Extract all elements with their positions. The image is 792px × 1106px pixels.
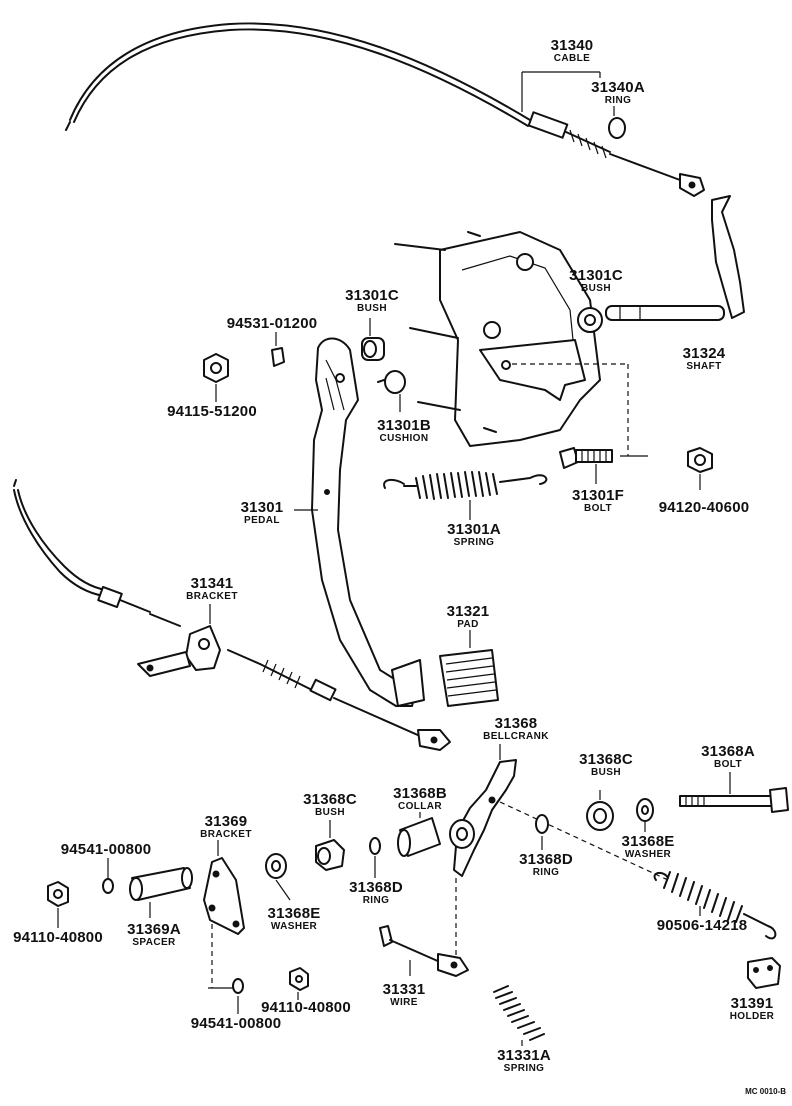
collar-31368b-drawing: [397, 812, 441, 857]
cable-31340-drawing: [65, 22, 705, 197]
washer-94541-top-drawing: [102, 858, 114, 894]
label-31368d-right: 31368D RING: [519, 851, 573, 878]
label-94110-right: 94110-40800: [261, 999, 351, 1016]
label-31369: 31369 BRACKET: [200, 813, 252, 840]
label-90506: 90506-14218: [656, 917, 748, 934]
label-31369a: 31369A SPACER: [127, 921, 181, 948]
ring-31368d-left-drawing: [369, 837, 381, 878]
spring-90506-drawing: [653, 871, 777, 940]
spacer-31369a-drawing: [129, 867, 193, 918]
middle-cable-drawing: [227, 649, 451, 751]
label-31301b: 31301B CUSHION: [377, 417, 431, 444]
wire-31331-drawing: [379, 925, 469, 977]
ring-31340a-drawing: [608, 117, 626, 139]
label-31368: 31368 BELLCRANK: [483, 715, 549, 742]
label-31301c-top: 31301C BUSH: [569, 267, 623, 294]
bush-31301c-top-drawing: [577, 307, 603, 333]
label-31340: 31340 CABLE: [550, 37, 594, 64]
nut-94531-drawing: [271, 332, 285, 367]
spring-31301a-drawing: [383, 471, 548, 520]
washer-94541-bottom-drawing: [232, 978, 244, 1014]
lower-cable-drawing: [13, 479, 181, 627]
washer-31368e-left-drawing: [265, 853, 291, 901]
label-94531: 94531-01200: [226, 315, 318, 332]
bush-31368c-right-drawing: [586, 790, 614, 831]
label-94120: 94120-40600: [658, 499, 750, 516]
label-31324: 31324 SHAFT: [682, 345, 726, 372]
ring-31368d-right-drawing: [535, 814, 549, 850]
label-31301a: 31301A SPRING: [447, 521, 501, 548]
label-94110-left: 94110-40800: [13, 929, 103, 946]
nut-94110-right-drawing: [289, 967, 309, 1000]
bracket-31369-drawing: [203, 840, 245, 989]
bush-31301c-left-drawing: [361, 318, 385, 361]
shaft-31324-drawing: [605, 195, 745, 321]
label-31331: 31331 WIRE: [382, 981, 426, 1008]
support-bracket-drawing: [394, 231, 648, 457]
label-31331a: 31331A SPRING: [497, 1047, 551, 1074]
label-94115: 94115-51200: [167, 403, 257, 420]
label-leaders-top: [521, 71, 615, 116]
label-31368c-left: 31368C BUSH: [303, 791, 357, 818]
label-31368b: 31368B COLLAR: [393, 785, 447, 812]
pad-31321-drawing: [439, 630, 499, 707]
label-31368d-left: 31368D RING: [349, 879, 403, 906]
bolt-31301f-drawing: [559, 447, 613, 484]
label-94541-top: 94541-00800: [60, 841, 152, 858]
label-31340a: 31340A RING: [591, 79, 645, 106]
label-31321: 31321 PAD: [446, 603, 490, 630]
label-94541-bottom: 94541-00800: [190, 1015, 282, 1032]
bolt-31368a-drawing: [679, 772, 789, 813]
label-31368c-right: 31368C BUSH: [579, 751, 633, 778]
bellcrank-31368-drawing: [449, 744, 669, 964]
label-31368e-right: 31368E WASHER: [621, 833, 675, 860]
diagram-code: MC 0010-B: [745, 1087, 786, 1096]
bracket-31341-drawing: [137, 604, 221, 677]
nut-94110-left-drawing: [47, 881, 69, 928]
label-31301: 31301 PEDAL: [240, 499, 284, 526]
label-31368a: 31368A BOLT: [701, 743, 755, 770]
holder-31391-drawing: [747, 957, 781, 989]
spring-31331a-drawing: [493, 985, 545, 1046]
nut-94115-drawing: [203, 353, 229, 402]
cushion-31301b-drawing: [377, 370, 406, 412]
nut-94120-drawing: [687, 447, 713, 490]
pedal-31301-drawing: [294, 337, 425, 707]
label-31341: 31341 BRACKET: [186, 575, 238, 602]
label-31368e-left: 31368E WASHER: [267, 905, 321, 932]
bush-31368c-left-drawing: [315, 820, 345, 871]
label-31391: 31391 HOLDER: [729, 995, 775, 1022]
washer-31368e-right-drawing: [636, 798, 654, 832]
label-31301c-left: 31301C BUSH: [345, 287, 399, 314]
label-31301f: 31301F BOLT: [571, 487, 625, 514]
